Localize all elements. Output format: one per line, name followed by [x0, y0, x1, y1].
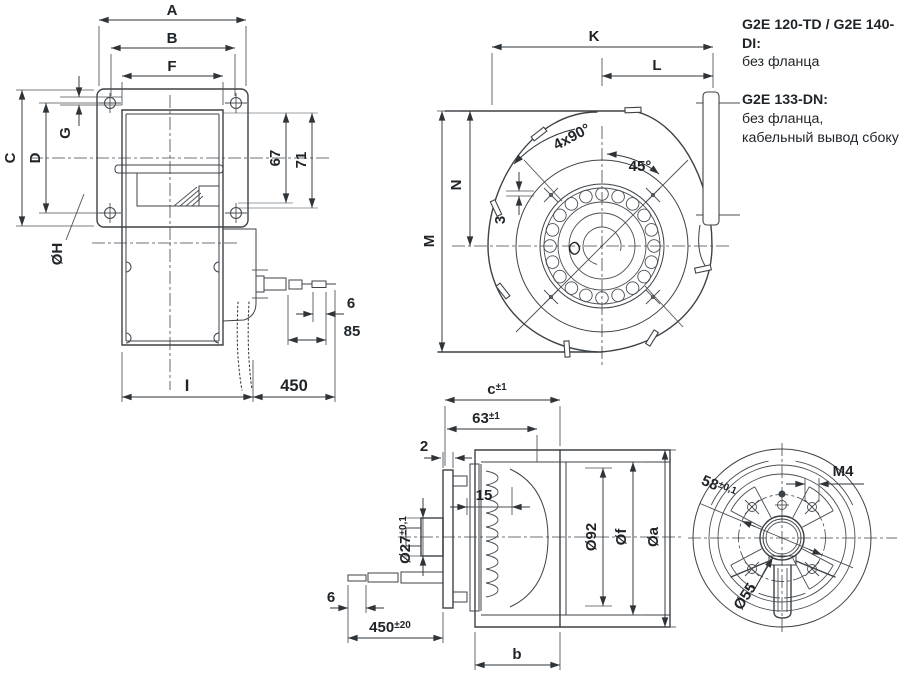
note-body-2a: без фланца,	[742, 110, 824, 127]
dim-label-M: M	[421, 235, 438, 248]
inlet-flange-plate	[96, 88, 249, 228]
flange-hole	[225, 203, 247, 223]
rotation-mark: O	[564, 237, 586, 260]
front-dimensions	[16, 16, 344, 402]
outlet-flange-edge	[702, 91, 720, 226]
front-view: A B F C D G ØH 67 71 6 85 I 450	[2, 2, 360, 402]
flange-hole	[225, 93, 247, 113]
cable-gland	[768, 555, 797, 619]
dim-label-D: D	[27, 152, 44, 163]
lead-wire-side	[347, 571, 444, 584]
dim-label-L: L	[652, 57, 661, 74]
dim-label-450: 450	[280, 377, 308, 395]
dim-label-3: 3	[492, 216, 509, 224]
dim-label-6-side: 6	[327, 589, 335, 606]
scroll-dimensions	[437, 43, 714, 353]
dim-label-O27: Ø27±0,1	[397, 516, 414, 564]
scroll-view: O K L M N 4x90°	[421, 28, 740, 368]
dim-label-b: b	[512, 646, 521, 663]
note-title-1: G2E 120-TD / G2E 140-DI:	[742, 17, 895, 52]
dim-label-c: c±1	[487, 381, 507, 398]
note-title-2: G2E 133-DN:	[742, 92, 828, 109]
model-notes: G2E 120-TD / G2E 140-DI: без фланца G2E …	[742, 16, 904, 147]
rotor-and-wheel	[469, 449, 671, 628]
dim-label-71: 71	[293, 152, 310, 169]
screw-holes	[744, 490, 820, 577]
center-screw	[775, 498, 789, 512]
dim-label-B: B	[167, 30, 178, 47]
housing-outline	[121, 109, 224, 346]
rear-view: M4 58±0,1 Ø55	[688, 443, 897, 633]
dim-label-G: G	[57, 127, 74, 139]
dim-label-M4: M4	[833, 463, 854, 480]
dim-label-O92: Ø92	[583, 523, 600, 551]
shaft-hub	[759, 515, 805, 561]
top-hole	[778, 490, 786, 498]
dim-label-Of: Øf	[613, 528, 630, 546]
dim-label-N: N	[448, 180, 465, 191]
dim-label-85: 85	[344, 323, 361, 340]
flange-hole	[99, 93, 121, 113]
side-dimensions	[330, 396, 676, 670]
dim-label-2: 2	[420, 438, 428, 455]
dim-label-45: 45°	[629, 158, 652, 175]
dim-label-K: K	[589, 28, 600, 45]
dim-label-OH: ØH	[49, 243, 66, 266]
lead-wire	[263, 277, 336, 291]
mounting-hole-marks	[515, 159, 689, 333]
dim-label-450-side: 450±20	[369, 619, 411, 636]
motor-plate	[405, 469, 468, 609]
impeller-section	[114, 164, 224, 207]
dim-label-67: 67	[267, 150, 284, 167]
dim-label-15: 15	[476, 487, 493, 504]
terminal-box	[222, 228, 268, 322]
dim-label-63: 63±1	[472, 410, 500, 427]
rear-dimensions	[699, 478, 864, 591]
flange-hole	[99, 203, 121, 223]
side-view: c±1 63±1 2 15 Ø27±0,1 Ø92 Øf Øa b 6 450±…	[327, 381, 682, 670]
note-body-1: без фланца	[742, 54, 820, 71]
dim-label-C: C	[2, 152, 19, 163]
dim-label-F: F	[167, 58, 176, 75]
dim-label-6: 6	[347, 295, 355, 312]
dim-label-Oa: Øa	[645, 526, 662, 547]
note-body-2b: кабельный вывод сбоку	[742, 129, 899, 146]
dim-label-4x90: 4x90°	[551, 120, 594, 153]
hanging-cable	[236, 301, 253, 391]
scroll-housing	[437, 91, 740, 358]
dim-label-I: I	[185, 377, 190, 395]
dim-label-A: A	[167, 2, 178, 19]
